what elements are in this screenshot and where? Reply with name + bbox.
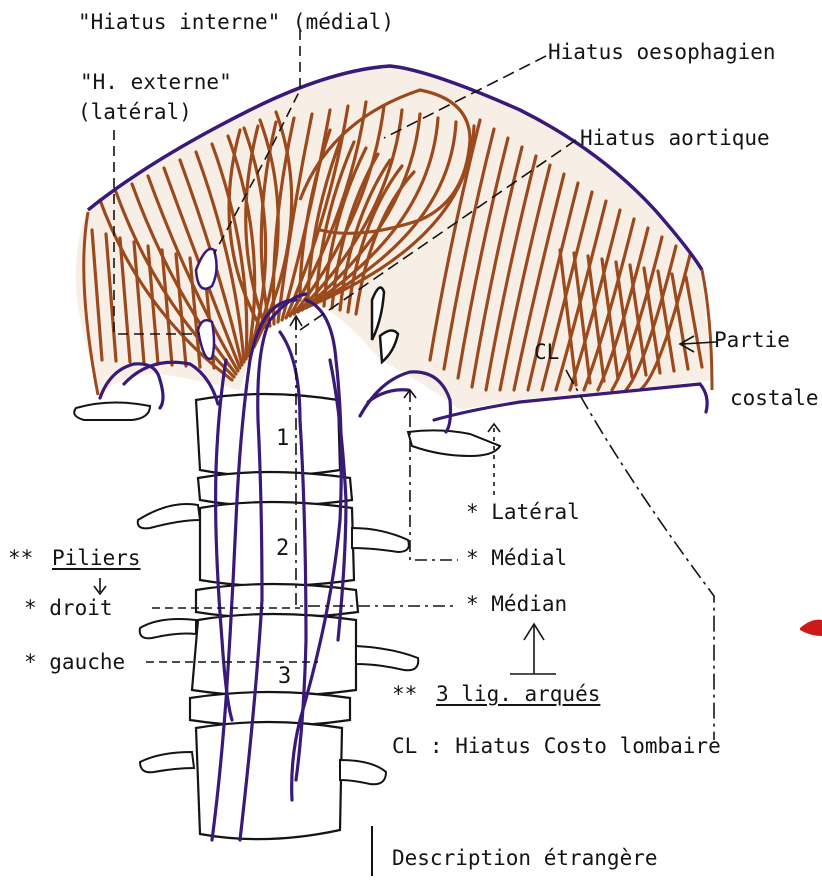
label-lig-arques: 3 lig. arqués [436,684,600,705]
red-mark [800,620,822,636]
label-num-1: 1 [276,428,289,450]
label-cl-legend: CL : Hiatus Costo lombaire [392,736,721,757]
label-lig-prefix: ** [392,684,417,705]
label-star-median: * Médian [466,594,567,615]
label-star-medial: * Médial [466,548,567,569]
label-costale: costale [730,388,819,409]
label-hiatus-oesophagien: Hiatus oesophagien [548,42,776,63]
label-hiatus-interne: "Hiatus interne" (médial) [78,12,394,33]
label-gauche: * gauche [24,652,125,673]
label-num-3: 3 [278,666,291,688]
label-partie: Partie [714,330,790,351]
vertebra-2 [198,472,352,506]
ligament-arrow [524,624,544,674]
label-star-lateral: * Latéral [466,502,580,523]
label-hiatus-aortique: Hiatus aortique [580,128,770,149]
median-up-arrow [290,316,302,330]
label-cl: CL [534,342,559,363]
label-num-2: 2 [276,538,289,560]
vertebra-6 [190,692,350,726]
label-droit: * droit [24,598,113,619]
label-piliers: Piliers [52,548,141,569]
vertebra-5 [192,614,356,696]
label-piliers-prefix: ** [8,548,33,569]
arch-right-medial [360,372,451,432]
label-description: Description étrangère [392,848,658,869]
piliers-arrow [94,578,106,594]
label-lateral-paren: (latéral) [78,102,192,123]
label-h-externe: "H. externe" [80,72,232,93]
